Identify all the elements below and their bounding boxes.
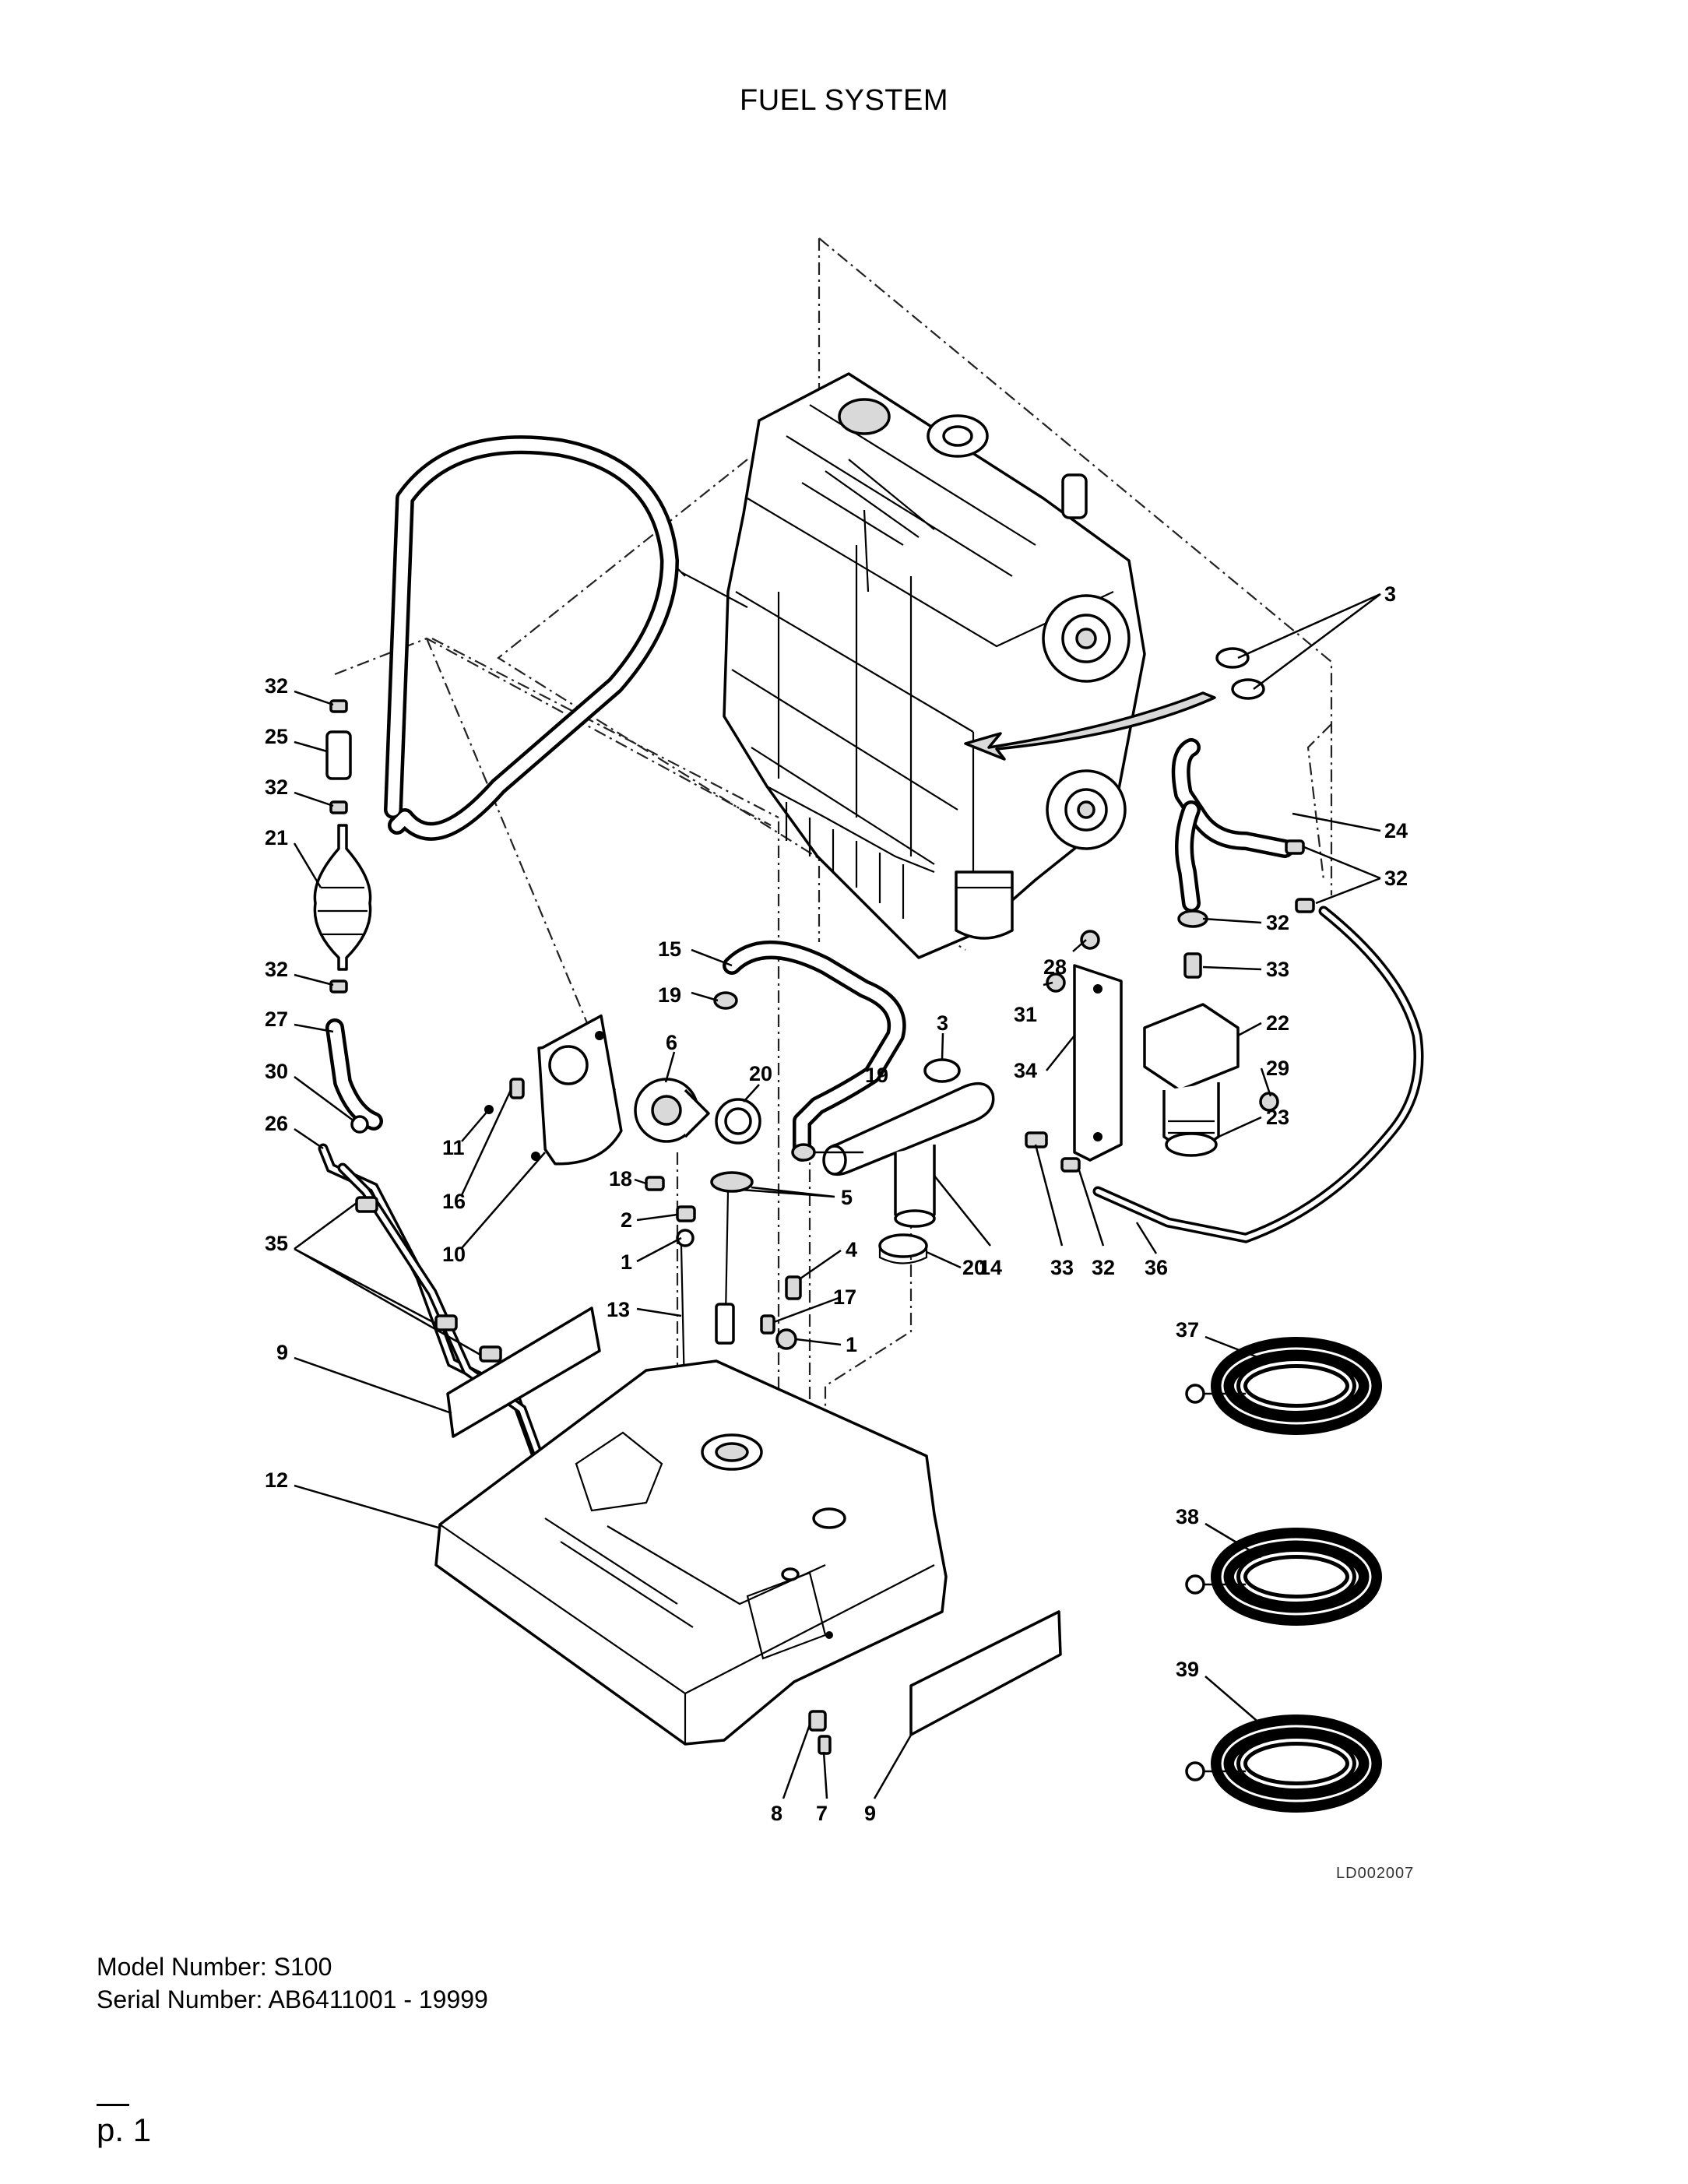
callout-labels: 32 25 32 21 32 27 30 26 35 9 12 11 16 10… — [265, 582, 1408, 1825]
callout-35: 35 — [265, 1232, 288, 1255]
fuel-tank — [434, 1359, 948, 1746]
callout-29: 29 — [1266, 1057, 1289, 1080]
callout-8: 8 — [771, 1802, 782, 1825]
callout-25: 25 — [265, 725, 288, 748]
callout-23: 23 — [1266, 1106, 1289, 1129]
model-number: Model Number: S100 — [97, 1953, 332, 1981]
callout-21: 21 — [265, 826, 288, 849]
leader-lines — [293, 593, 1381, 1799]
callout-32: 32 — [265, 958, 288, 981]
coiled-hose-39 — [1185, 1714, 1382, 1813]
callout-11: 11 — [442, 1136, 465, 1159]
callout-20: 20 — [749, 1062, 772, 1085]
callout-38: 38 — [1176, 1505, 1199, 1528]
callout-30: 30 — [265, 1060, 288, 1083]
callout-3: 3 — [1384, 582, 1396, 606]
callout-9: 9 — [276, 1341, 288, 1364]
callout-19: 19 — [658, 983, 681, 1007]
callout-13: 13 — [607, 1298, 630, 1321]
callout-28: 28 — [1043, 955, 1067, 979]
page-title: FUEL SYSTEM — [739, 84, 949, 117]
callout-1: 1 — [621, 1250, 632, 1274]
callout-20: 20 — [962, 1256, 986, 1279]
callout-2: 2 — [621, 1208, 632, 1232]
model-info: Model Number: S100 Serial Number: AB6411… — [97, 1950, 488, 2016]
drain-plug — [808, 1710, 832, 1755]
callout-37: 37 — [1176, 1318, 1199, 1342]
page-number-rule — [97, 2104, 129, 2106]
callout-34: 34 — [1014, 1059, 1037, 1082]
coiled-hose-38 — [1185, 1528, 1382, 1626]
callout-1: 1 — [846, 1333, 857, 1356]
callout-33: 33 — [1266, 958, 1289, 981]
coiled-hoses — [1185, 1337, 1382, 1813]
callout-18: 18 — [609, 1167, 632, 1190]
page-number: p. 1 — [97, 2112, 152, 2148]
callout-4: 4 — [846, 1238, 857, 1261]
callout-32: 32 — [1092, 1256, 1115, 1279]
tee-fitting-group — [713, 991, 995, 1264]
callout-9: 9 — [864, 1802, 876, 1825]
callout-32: 32 — [265, 674, 288, 698]
callout-33: 33 — [1050, 1256, 1074, 1279]
callout-10: 10 — [442, 1243, 466, 1266]
callout-32: 32 — [265, 775, 288, 799]
fuel-filter-group — [1025, 647, 1315, 1173]
callout-32: 32 — [1384, 867, 1408, 890]
coiled-hose-37 — [1185, 1337, 1382, 1435]
callout-15: 15 — [658, 937, 681, 961]
callout-17: 17 — [833, 1285, 856, 1309]
callout-16: 16 — [442, 1190, 466, 1213]
primer-bulb-assembly — [313, 699, 502, 1363]
callout-39: 39 — [1176, 1658, 1199, 1681]
engine-block — [675, 372, 1216, 959]
callout-31: 31 — [1014, 1003, 1037, 1026]
callout-5: 5 — [841, 1186, 853, 1209]
callout-22: 22 — [1266, 1011, 1289, 1035]
tank-straps — [446, 1307, 1062, 1736]
callout-7: 7 — [816, 1802, 828, 1825]
callout-12: 12 — [265, 1468, 288, 1492]
callout-27: 27 — [265, 1008, 288, 1031]
callout-3: 3 — [937, 1011, 948, 1035]
fuel-pump-group — [484, 1014, 802, 1426]
callout-19: 19 — [865, 1064, 888, 1087]
callout-26: 26 — [265, 1112, 288, 1135]
drawing-id: LD002007 — [1336, 1865, 1415, 1882]
callout-14: 14 — [979, 1256, 1002, 1279]
serial-number: Serial Number: AB6411001 - 19999 — [97, 1985, 488, 2013]
callout-36: 36 — [1145, 1256, 1168, 1279]
callout-24: 24 — [1384, 819, 1408, 842]
callout-32: 32 — [1266, 911, 1289, 934]
callout-6: 6 — [666, 1031, 677, 1054]
